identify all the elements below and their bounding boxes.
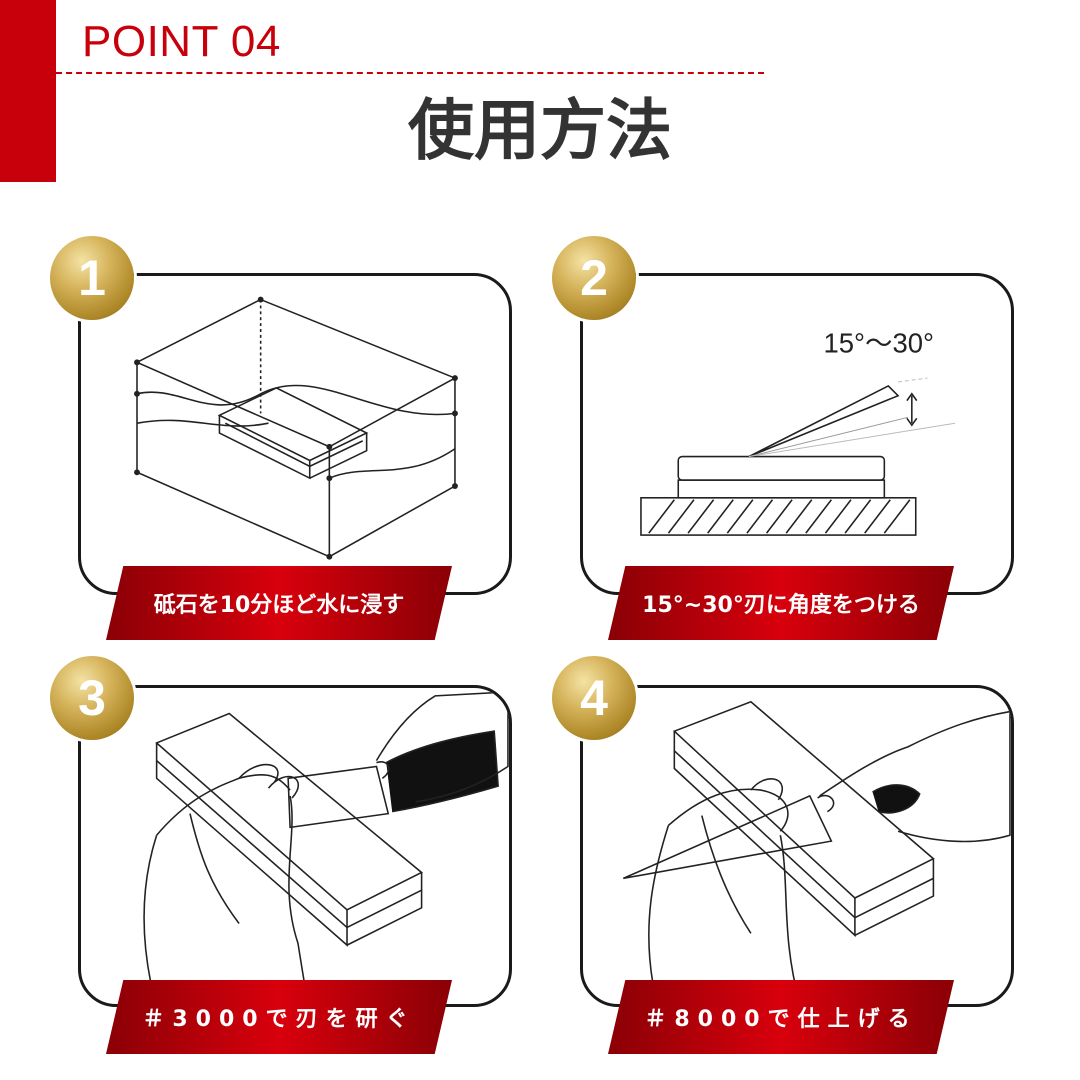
step-1-caption: 砥石を10分ほど水に浸す — [106, 566, 452, 640]
step-3-badge: 3 — [50, 656, 134, 740]
step-1-card — [78, 273, 512, 595]
angle-label: 15°～30° — [823, 328, 934, 359]
step-2-card: 15°～30° — [580, 273, 1014, 595]
red-side-bar — [0, 0, 56, 182]
point-label: POINT 04 — [82, 17, 281, 66]
dashed-divider — [56, 72, 764, 74]
step-4-badge: 4 — [552, 656, 636, 740]
finish-illustration — [622, 700, 1011, 1004]
angle-illustration: 15°～30° — [640, 328, 956, 536]
step-1-badge: 1 — [50, 236, 134, 320]
sharpen-illustration — [143, 691, 509, 1004]
soak-stone-illustration — [134, 296, 458, 560]
step-2-badge: 2 — [552, 236, 636, 320]
step-3-caption: ＃3000で刃を研ぐ — [106, 980, 452, 1054]
step-4-card — [580, 685, 1014, 1007]
page-title: 使用方法 — [408, 92, 672, 169]
step-2-caption: 15°~30°刃に角度をつける — [608, 566, 954, 640]
step-3-card — [78, 685, 512, 1007]
step-4-caption: ＃8000で仕上げる — [608, 980, 954, 1054]
